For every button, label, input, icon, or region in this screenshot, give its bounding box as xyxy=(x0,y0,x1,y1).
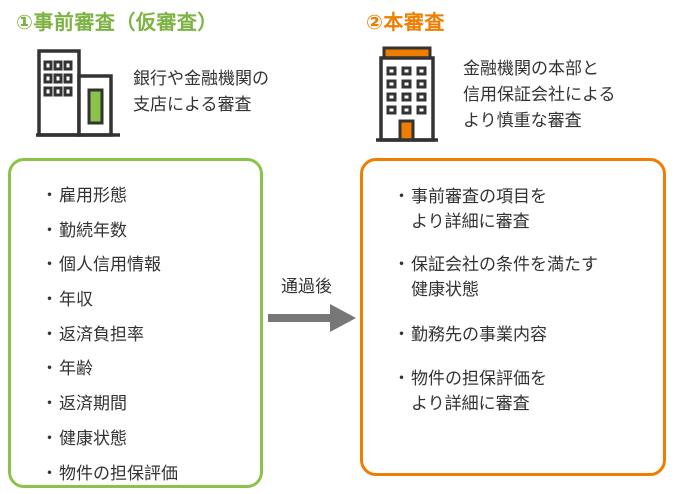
item-label: 雇用形態 xyxy=(59,186,127,206)
desc-line: 信用保証会社による xyxy=(463,85,616,105)
desc-line: より慎重な審査 xyxy=(463,111,582,131)
list-item: ・勤続年数 xyxy=(41,220,127,241)
arrow-label: 通過後 xyxy=(281,277,332,297)
item-label: 年収 xyxy=(59,290,93,311)
office-building-icon xyxy=(36,49,120,137)
main-review-description: 金融機関の本部と 信用保証会社による より慎重な審査 xyxy=(463,56,616,134)
list-item: ・勤務先の事業内容 xyxy=(393,325,547,345)
list-item: ・個人信用情報 xyxy=(41,255,161,276)
list-item: ・保証会社の条件を満たす健康状態 xyxy=(393,253,598,323)
list-item: ・返済期間 xyxy=(41,394,127,415)
list-item: ・返済負担率 xyxy=(41,324,144,345)
list-item: ・年齢 xyxy=(41,359,93,380)
item-label: 個人信用情報 xyxy=(59,255,161,276)
list-item: ・事前審査の項目をより詳細に審査 xyxy=(393,185,598,253)
desc-line: 支店による審査 xyxy=(133,95,252,115)
list-item: ・雇用形態 xyxy=(41,186,127,206)
list-item: ・物件の担保評価 xyxy=(41,463,178,484)
list-item: ・物件の担保評価をより詳細に審査 xyxy=(393,367,598,427)
item-label: 返済期間 xyxy=(59,394,127,415)
item-label-line2: より詳細に審査 xyxy=(411,212,530,232)
desc-line: 銀行や金融機関の xyxy=(133,69,269,89)
preliminary-review-title: ①事前審査（仮審査） xyxy=(16,10,218,34)
main-review-title: ②本審査 xyxy=(366,10,445,34)
tall-building-icon xyxy=(376,46,438,142)
main-review-box: ・事前審査の項目をより詳細に審査 ・保証会社の条件を満たす健康状態 ・勤務先の事… xyxy=(360,158,666,476)
desc-line: 金融機関の本部と xyxy=(463,59,599,79)
list-item: ・健康状態 xyxy=(41,428,127,449)
main-review-items: ・事前審査の項目をより詳細に審査 ・保証会社の条件を満たす健康状態 ・勤務先の事… xyxy=(393,185,598,427)
item-label: 物件の担保評価を xyxy=(411,369,547,389)
item-label: 返済負担率 xyxy=(59,324,144,345)
preliminary-review-description: 銀行や金融機関の 支店による審査 xyxy=(133,66,269,118)
list-item: ・年収 xyxy=(41,290,93,311)
item-label: 事前審査の項目を xyxy=(411,187,547,207)
item-label: 物件の担保評価 xyxy=(59,463,178,484)
item-label: 年齢 xyxy=(59,359,93,380)
item-label: 勤続年数 xyxy=(59,220,127,241)
preliminary-review-items: ・雇用形態 ・勤続年数 ・個人信用情報 ・年収 ・返済負担率 ・年齢 ・返済期間… xyxy=(41,179,178,491)
item-label: 保証会社の条件を満たす xyxy=(411,255,598,275)
item-label: 健康状態 xyxy=(59,428,127,449)
preliminary-review-box: ・雇用形態 ・勤続年数 ・個人信用情報 ・年収 ・返済負担率 ・年齢 ・返済期間… xyxy=(8,158,263,488)
right-arrow-icon xyxy=(268,304,356,332)
item-label-line2: より詳細に審査 xyxy=(411,394,530,414)
item-label-line2: 健康状態 xyxy=(411,280,479,300)
item-label: 勤務先の事業内容 xyxy=(411,325,547,345)
